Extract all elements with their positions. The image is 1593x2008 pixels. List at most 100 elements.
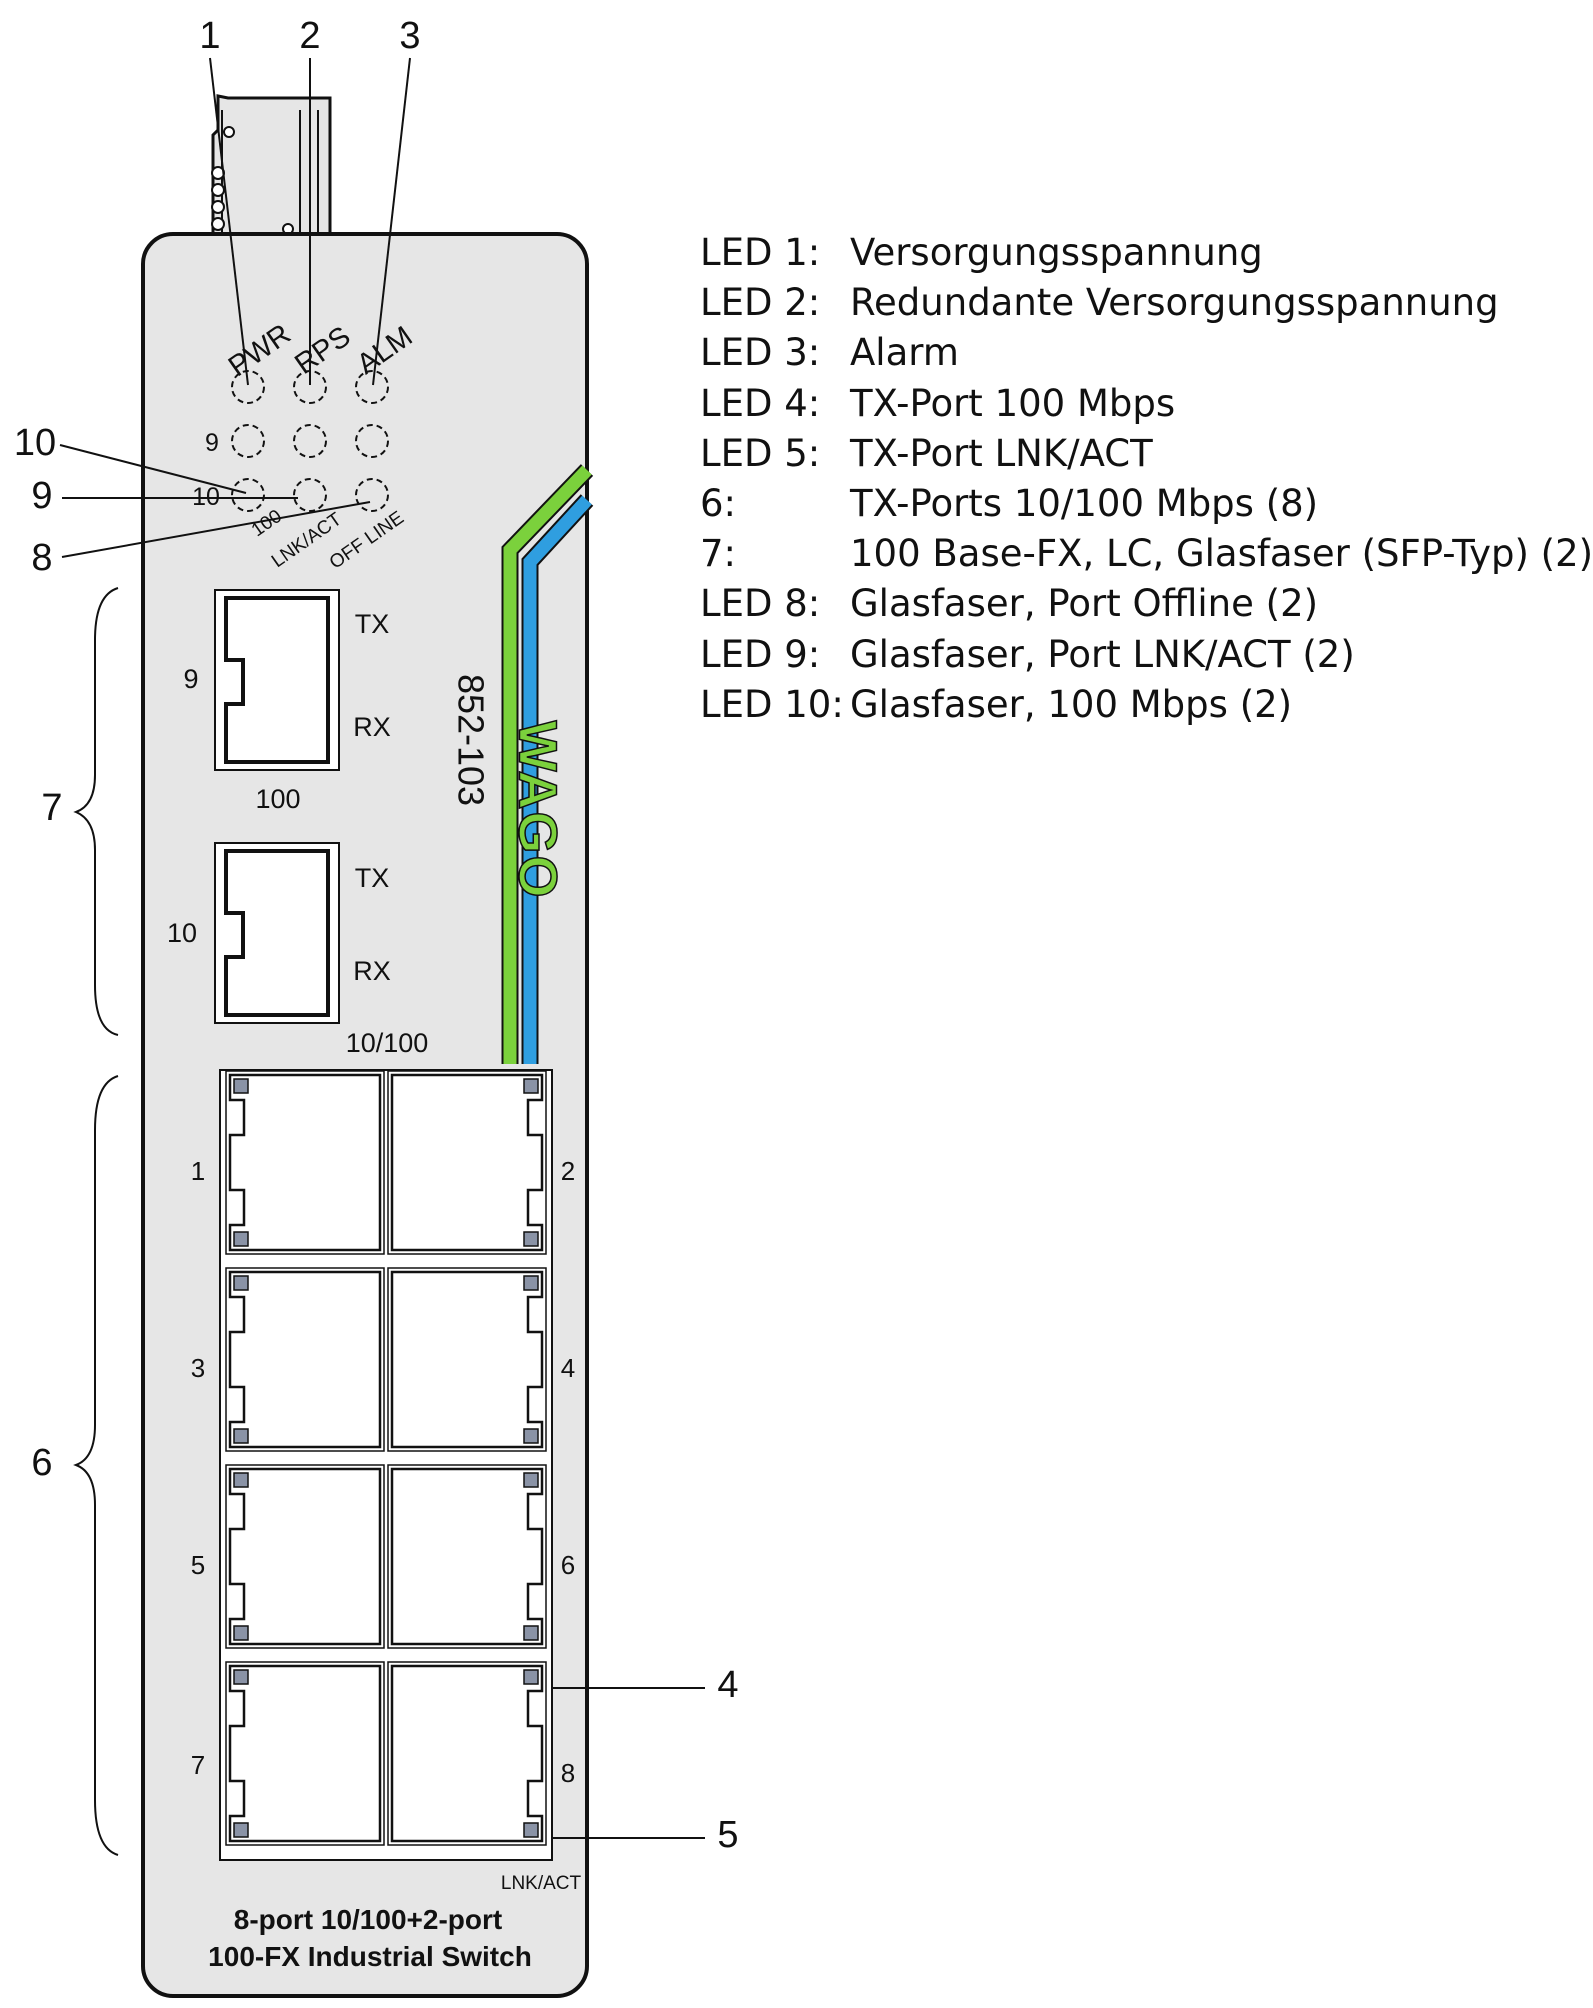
legend-desc: Versorgungsspannung bbox=[850, 231, 1263, 274]
legend-row: 6: TX-Ports 10/100 Mbps (8) bbox=[700, 479, 1540, 529]
rj45-1-led-100 bbox=[233, 1078, 249, 1094]
callout-7: 7 bbox=[41, 787, 62, 829]
legend-key: LED 2: bbox=[700, 281, 821, 325]
rj45-label-5: 5 bbox=[191, 1550, 205, 1580]
callout-9: 9 bbox=[31, 475, 52, 517]
legend-row: LED 2: Redundante Versorgungsspannung bbox=[700, 278, 1540, 328]
rj45-port-1[interactable] bbox=[225, 1070, 385, 1255]
legend-row: LED 9: Glasfaser, Port LNK/ACT (2) bbox=[700, 630, 1540, 680]
sfp-9-number: 9 bbox=[183, 664, 198, 694]
rj45-label-3: 3 bbox=[191, 1353, 205, 1383]
legend-key: LED 1: bbox=[700, 231, 821, 274]
rj45-label-8: 8 bbox=[561, 1758, 575, 1788]
switch-diagram: WAGO 852-103 1 2 3 10 9 8 4 5 7 6 PWR RP… bbox=[14, 15, 1593, 1998]
led-10-offline bbox=[355, 478, 389, 512]
legend-row: LED 3: Alarm bbox=[700, 328, 1540, 378]
callout-4: 4 bbox=[717, 1664, 738, 1706]
legend-desc: Glasfaser, Port Offline (2) bbox=[850, 582, 1319, 626]
rj45-port-2[interactable] bbox=[387, 1070, 547, 1255]
rj45-7-led-lnk-act bbox=[233, 1822, 249, 1838]
rj45-port-8[interactable] bbox=[387, 1661, 547, 1846]
legend-key: 7: bbox=[700, 532, 737, 576]
rj45-4-led-lnk-act bbox=[523, 1428, 539, 1444]
rj45-2-led-lnk-act bbox=[523, 1231, 539, 1247]
callout-10: 10 bbox=[14, 422, 56, 464]
rj45-6-led-lnk-act bbox=[523, 1625, 539, 1641]
led-matrix bbox=[231, 370, 389, 512]
legend-desc: 100 Base-FX, LC, Glasfaser (SFP-Typ) (2) bbox=[850, 532, 1593, 576]
legend-row: LED 10:Glasfaser, 100 Mbps (2) bbox=[700, 680, 1540, 730]
lnk-act-label: LNK/ACT bbox=[501, 1873, 582, 1894]
led-row-label-10: 10 bbox=[192, 483, 220, 511]
callout-2: 2 bbox=[299, 15, 320, 57]
sfp-port-9[interactable] bbox=[214, 589, 340, 771]
rj45-port-4[interactable] bbox=[387, 1267, 547, 1452]
rj45-3-led-100 bbox=[233, 1275, 249, 1291]
legend-desc: Glasfaser, Port LNK/ACT (2) bbox=[850, 632, 1355, 676]
rj45-1-led-lnk-act bbox=[233, 1231, 249, 1247]
sfp-port-10[interactable] bbox=[214, 842, 340, 1024]
legend-key: 6: bbox=[700, 481, 737, 525]
rj45-ports bbox=[225, 1070, 547, 1846]
legend-key: LED 5: bbox=[700, 431, 821, 475]
legend-key: LED 8: bbox=[700, 582, 821, 626]
sfp-10-speed: 10/100 bbox=[346, 1028, 429, 1058]
rj45-port-6[interactable] bbox=[387, 1464, 547, 1649]
rj45-port-7[interactable] bbox=[225, 1661, 385, 1846]
rj45-3-led-lnk-act bbox=[233, 1428, 249, 1444]
rj45-7-led-100 bbox=[233, 1669, 249, 1685]
legend-desc: TX-Ports 10/100 Mbps (8) bbox=[850, 481, 1319, 525]
legend-desc: Alarm bbox=[850, 331, 959, 375]
legend-desc: Glasfaser, 100 Mbps (2) bbox=[850, 682, 1293, 726]
led-9-lnk bbox=[293, 424, 327, 458]
legend-row: LED 8: Glasfaser, Port Offline (2) bbox=[700, 579, 1540, 629]
led-9-offline bbox=[355, 424, 389, 458]
legend-key: LED 3: bbox=[700, 331, 821, 375]
switch-front-view: WAGO 852-103 1 2 3 10 9 8 4 5 7 6 PWR RP… bbox=[14, 15, 739, 1998]
rj45-label-6: 6 bbox=[561, 1550, 575, 1580]
legend-row: LED 4: TX-Port 100 Mbps bbox=[700, 379, 1540, 429]
rj45-port-5[interactable] bbox=[225, 1464, 385, 1649]
led-9-100 bbox=[231, 424, 265, 458]
callout-8: 8 bbox=[31, 537, 52, 579]
led-10-lnk bbox=[293, 478, 327, 512]
rj45-label-4: 4 bbox=[561, 1353, 575, 1383]
led-row-label-9: 9 bbox=[205, 429, 219, 457]
legend-key: LED 4: bbox=[700, 381, 821, 425]
legend-key: LED 9: bbox=[700, 632, 821, 676]
led-rps bbox=[293, 370, 327, 404]
sfp-10-number: 10 bbox=[167, 918, 197, 948]
product-name-line-2: 100-FX Industrial Switch bbox=[208, 1941, 532, 1972]
legend-desc: TX-Port 100 Mbps bbox=[850, 381, 1176, 425]
rj45-8-led-100 bbox=[523, 1669, 539, 1685]
sfp-9-speed: 100 bbox=[255, 784, 300, 814]
rj45-5-led-lnk-act bbox=[233, 1625, 249, 1641]
model-number: 852-103 bbox=[450, 674, 491, 806]
led-10-100 bbox=[231, 478, 265, 512]
sfp-9-rx: RX bbox=[353, 712, 391, 742]
legend-key: LED 10: bbox=[700, 682, 844, 726]
legend-row: LED 1: Versorgungsspannung bbox=[700, 228, 1540, 278]
led-legend: LED 1: Versorgungsspannung LED 2: Redundan… bbox=[700, 228, 1593, 730]
callout-1: 1 bbox=[199, 15, 220, 57]
sfp-10-tx: TX bbox=[355, 863, 390, 893]
led-alm bbox=[355, 370, 389, 404]
brand-logo: WAGO bbox=[508, 721, 568, 900]
rj45-port-3[interactable] bbox=[225, 1267, 385, 1452]
sfp-9-tx: TX bbox=[355, 609, 390, 639]
product-name-line-1: 8-port 10/100+2-port bbox=[234, 1904, 502, 1935]
rj45-8-led-lnk-act bbox=[523, 1822, 539, 1838]
brace-sfp bbox=[73, 587, 119, 1036]
wago-stripes bbox=[501, 464, 594, 1064]
rj45-label-2: 2 bbox=[561, 1156, 575, 1186]
rj45-label-7: 7 bbox=[191, 1750, 205, 1780]
rj45-4-led-100 bbox=[523, 1275, 539, 1291]
legend-row: LED 5:TX-Port LNK/ACT bbox=[700, 429, 1540, 479]
rj45-2-led-100 bbox=[523, 1078, 539, 1094]
legend-desc: Redundante Versorgungsspannung bbox=[850, 281, 1499, 325]
rj45-6-led-100 bbox=[523, 1472, 539, 1488]
led-pwr bbox=[231, 370, 265, 404]
legend-row: 7: 100 Base-FX, LC, Glasfaser (SFP-Typ) (… bbox=[700, 529, 1593, 579]
callout-5: 5 bbox=[717, 1814, 738, 1856]
brace-rj45 bbox=[73, 1075, 119, 1856]
